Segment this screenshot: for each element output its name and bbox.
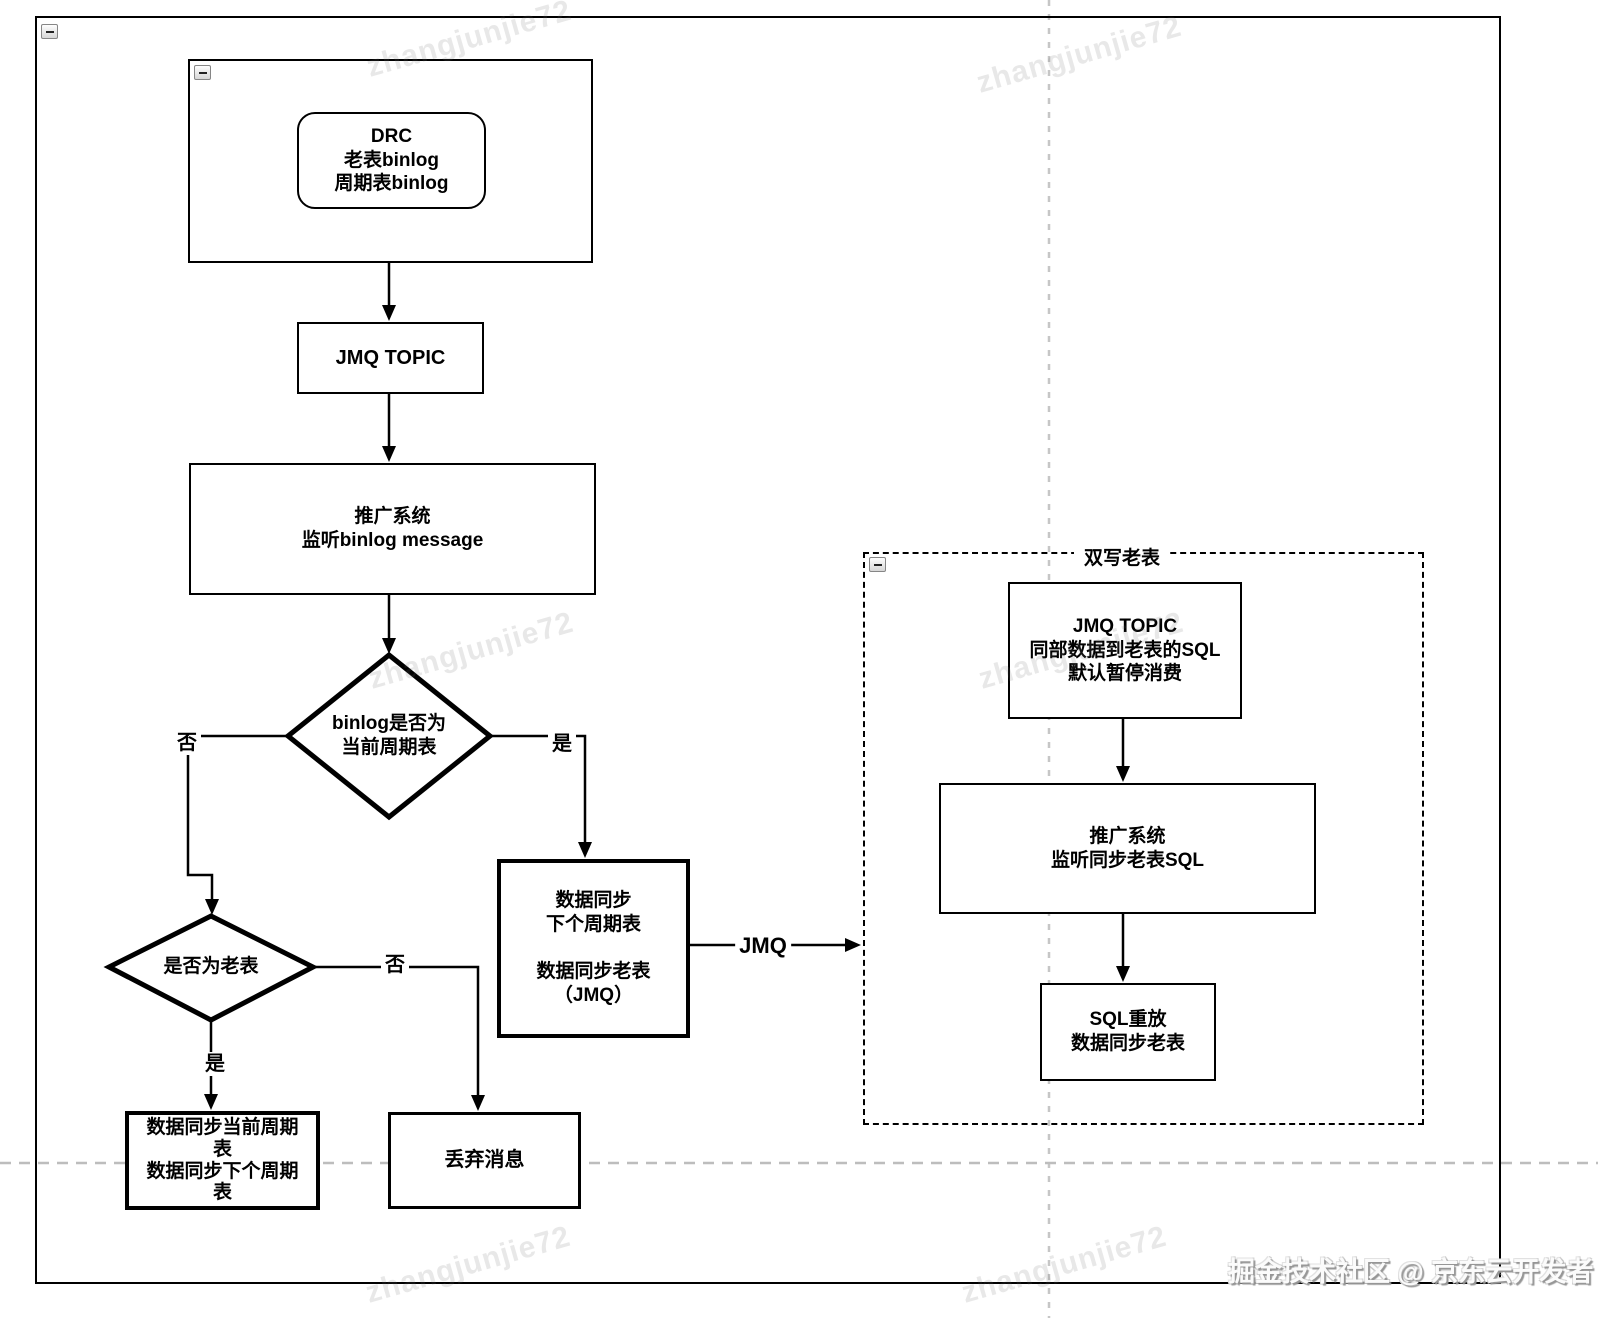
edge-label-no-1: 否	[173, 731, 201, 755]
edge-arrowheads	[204, 305, 1130, 1111]
node-sql-replay: SQL重放 数据同步老表	[1040, 983, 1216, 1081]
edge-label-yes-2: 是	[201, 1052, 229, 1076]
node-jmq-topic-old-sql: JMQ TOPIC 同部数据到老表的SQL 默认暂停消费	[1008, 582, 1242, 719]
decision-label-is-current-cycle: binlog是否为 当前周期表	[332, 713, 446, 758]
arrowhead	[382, 446, 396, 462]
arrowhead	[578, 842, 592, 858]
collapse-icon[interactable]	[194, 65, 211, 80]
collapse-icon[interactable]	[869, 557, 886, 572]
edge-label-no-2: 否	[381, 953, 409, 977]
arrowhead	[382, 305, 396, 321]
node-promo-listen-sql: 推广系统 监听同步老表SQL	[939, 783, 1316, 914]
decision-diamond-is-old-table	[103, 913, 319, 1023]
minus-glyph	[198, 71, 207, 74]
arrowhead	[471, 1095, 485, 1111]
edge-decision1-no	[186, 734, 288, 901]
arrowhead	[1116, 766, 1130, 782]
arrowhead	[382, 638, 396, 654]
collapse-icon[interactable]	[41, 24, 58, 39]
minus-glyph	[45, 30, 54, 33]
node-sync-next-cycle: 数据同步 下个周期表 数据同步老表 （JMQ）	[497, 859, 690, 1038]
minus-glyph	[873, 563, 882, 566]
group-title-double-write: 双写老表	[1073, 546, 1171, 573]
node-sync-current-cycle: 数据同步当前周期 表 数据同步下个周期 表	[125, 1111, 320, 1210]
edge-decision1-yes	[490, 734, 587, 844]
arrowhead	[845, 938, 861, 952]
edge-decision2-no	[313, 965, 480, 1097]
arrowhead	[1116, 966, 1130, 982]
edge-label-yes-1: 是	[548, 732, 576, 756]
decision-diamond-is-current-cycle	[284, 651, 494, 821]
decision-label-is-old-table: 是否为老表	[163, 956, 259, 978]
brand-watermark: 掘金技术社区 @ 京东云开发者	[1228, 1257, 1594, 1287]
node-drc-binlog: DRC 老表binlog 周期表binlog	[297, 112, 486, 209]
node-discard-message: 丢弃消息	[388, 1112, 581, 1209]
edge-label-jmq: JMQ	[735, 932, 791, 960]
node-promo-listen-binlog: 推广系统 监听binlog message	[189, 463, 596, 595]
outer-container-frame	[35, 16, 1501, 1284]
node-jmq-topic: JMQ TOPIC	[297, 322, 484, 394]
arrowhead	[204, 1094, 218, 1110]
arrowhead	[205, 899, 219, 915]
